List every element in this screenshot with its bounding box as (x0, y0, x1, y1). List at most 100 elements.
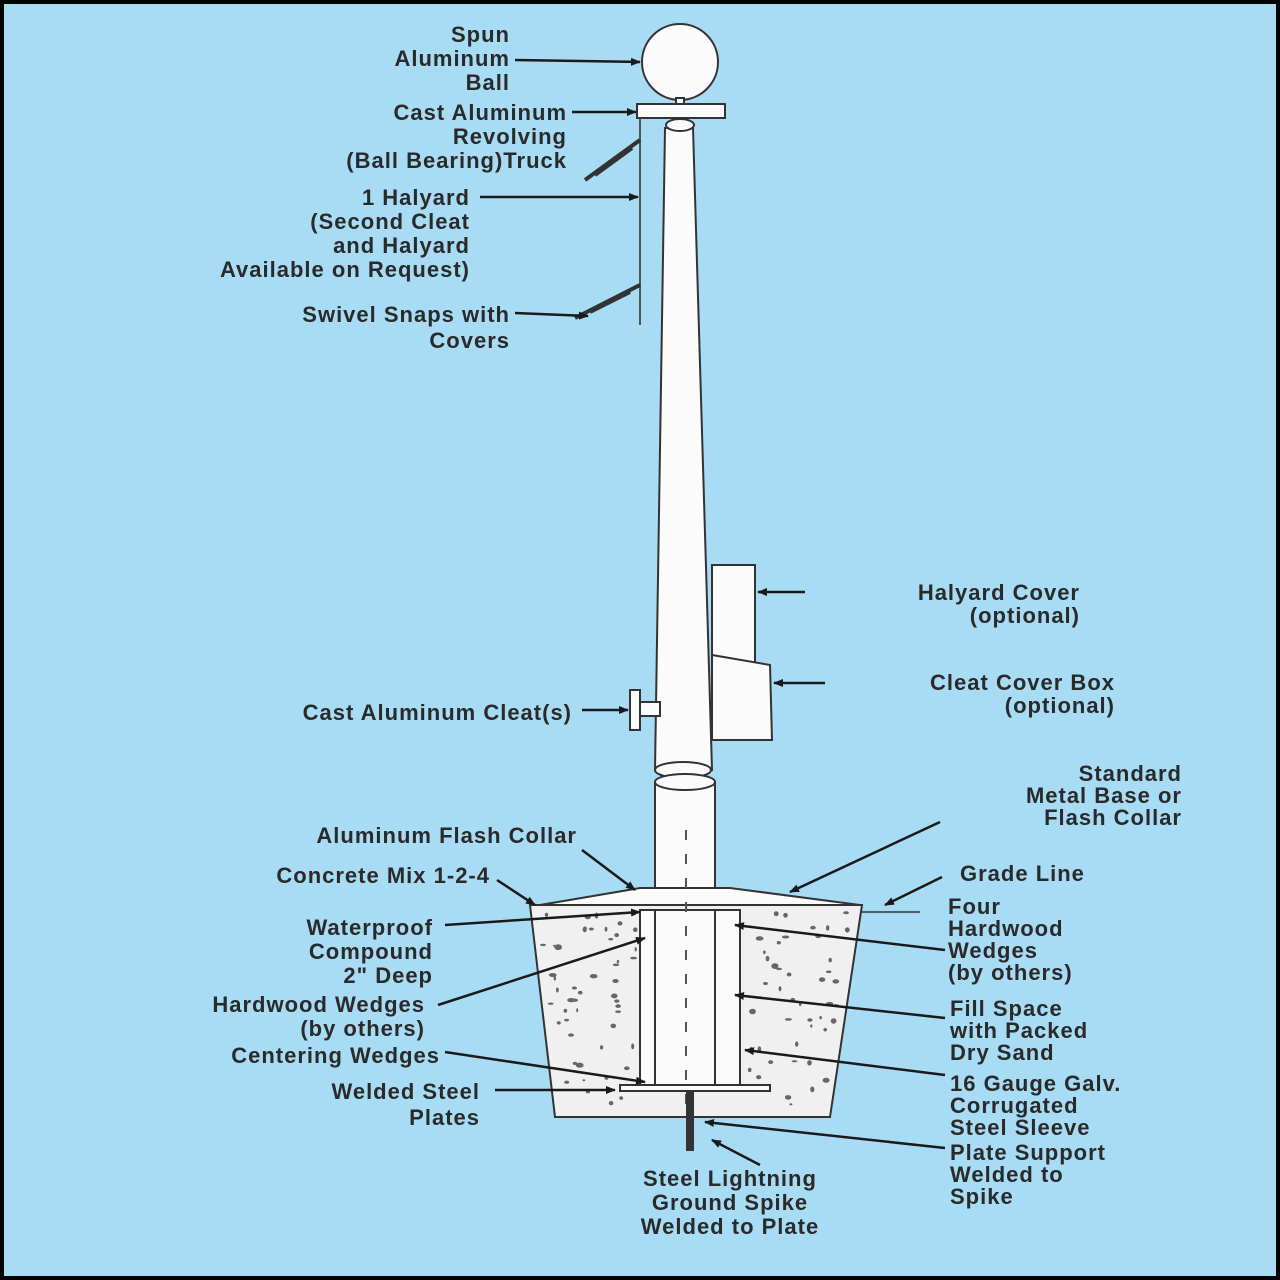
cleat-cover-box (711, 653, 774, 741)
label-line: Revolving (453, 124, 567, 149)
speckle (756, 1075, 762, 1080)
speckle (786, 972, 792, 977)
label-line: Four (948, 894, 1001, 919)
label-line: Corrugated (950, 1093, 1079, 1118)
label-line: Flash Collar (1044, 805, 1182, 830)
speckle (791, 1060, 798, 1063)
label-line: Covers (429, 328, 510, 353)
label-line: Concrete Mix 1-2-4 (276, 863, 490, 888)
label-aluminum-flash-collar: Aluminum Flash Collar (316, 823, 577, 848)
speckle (571, 986, 578, 990)
label-line: Wedges (948, 938, 1038, 963)
pole-in-sleeve (654, 909, 716, 1089)
speckle (776, 967, 782, 971)
label-line: Plate Support (950, 1140, 1106, 1165)
speckle (789, 1103, 793, 1106)
speckle (807, 1018, 813, 1022)
speckle (843, 911, 849, 915)
speckle (784, 1018, 792, 1021)
label-line: Aluminum Flash Collar (316, 823, 577, 848)
label-line: (Ball Bearing)Truck (346, 148, 567, 173)
speckle (617, 921, 623, 926)
label-line: Hardwood (948, 916, 1064, 941)
speckle (588, 927, 594, 931)
speckle (577, 990, 583, 995)
speckle (547, 1002, 554, 1005)
label-hardwood-wedges: Hardwood Wedges(by others) (212, 992, 425, 1041)
speckle (823, 1028, 827, 1032)
speckle (832, 979, 840, 984)
speckle (781, 935, 790, 939)
speckle (771, 963, 779, 969)
speckle (608, 1101, 614, 1106)
speckle (830, 1018, 837, 1024)
label-cast-aluminum-cleats: Cast Aluminum Cleat(s) (303, 700, 572, 725)
label-line: Cast Aluminum Cleat(s) (303, 700, 572, 725)
speckle (612, 963, 620, 967)
speckle (563, 1008, 568, 1013)
speckle (807, 1060, 812, 1066)
speckle (608, 938, 614, 941)
concrete-speckles (540, 911, 850, 1106)
spun-aluminum-ball (641, 23, 719, 101)
cleat (629, 689, 641, 731)
label-line: Swivel Snaps with (302, 302, 510, 327)
label-cleat-cover-box: Cleat Cover Box(optional) (930, 670, 1115, 718)
speckle (614, 999, 620, 1003)
label-line: Aluminum (394, 46, 510, 71)
label-line: Standard (1079, 761, 1182, 786)
speckle (585, 1090, 591, 1094)
speckle (568, 1033, 574, 1037)
speckle (750, 1046, 753, 1050)
speckle (810, 1086, 815, 1093)
speckle (612, 979, 619, 983)
label-line: Welded to (950, 1162, 1064, 1187)
speckle (553, 944, 556, 947)
speckle (630, 956, 637, 960)
label-line: Spun (451, 22, 510, 47)
speckle (614, 933, 619, 938)
label-halyard-cover: Halyard Cover(optional) (918, 580, 1080, 628)
label-line: Welded Steel (331, 1079, 480, 1104)
label-line: (by others) (948, 960, 1073, 985)
speckle (576, 1008, 579, 1013)
speckle (604, 926, 608, 932)
speckle (768, 1060, 774, 1064)
speckle (810, 1024, 813, 1028)
label-line: 2" Deep (343, 963, 433, 988)
speckle (624, 1066, 630, 1071)
speckle (763, 982, 768, 985)
speckle (583, 926, 587, 930)
label-line: Ball (466, 70, 510, 95)
speckle (822, 1077, 830, 1083)
label-line: Spike (950, 1184, 1014, 1209)
speckle (615, 1010, 622, 1013)
label-line: Grade Line (960, 861, 1085, 886)
speckle (575, 1062, 584, 1068)
speckle (570, 998, 578, 1002)
speckle (749, 1008, 756, 1015)
speckle (619, 1096, 624, 1100)
label-line: Steel Lightning (643, 1166, 817, 1191)
label-line: 16 Gauge Galv. (950, 1071, 1121, 1096)
speckle (773, 911, 779, 917)
speckle (633, 927, 638, 932)
label-line: (optional) (1005, 693, 1115, 718)
speckle (600, 1045, 604, 1050)
label-line: Fill Space (950, 996, 1063, 1021)
speckle (812, 926, 815, 929)
speckle (819, 1015, 822, 1020)
speckle (554, 944, 562, 951)
label-line: Cleat Cover Box (930, 670, 1115, 695)
speckle (818, 977, 826, 982)
speckle (634, 947, 637, 952)
